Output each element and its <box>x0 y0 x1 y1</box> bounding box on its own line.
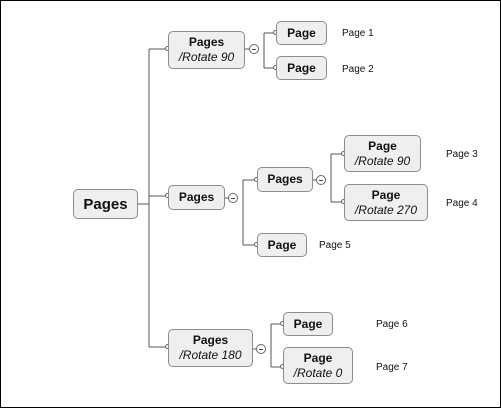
node-subtitle: /Rotate 90 <box>178 50 235 64</box>
node-page-1[interactable]: Page <box>276 21 327 45</box>
page-label-7: Page 7 <box>376 362 408 373</box>
node-title: Page <box>303 350 333 365</box>
node-page-7[interactable]: Page /Rotate 0 <box>283 347 353 384</box>
node-pages-inner[interactable]: Pages <box>257 167 313 192</box>
node-pages-rotate-90[interactable]: Pages /Rotate 90 <box>168 31 245 69</box>
node-pages-middle[interactable]: Pages <box>168 185 225 210</box>
page-label-6: Page 6 <box>376 319 408 330</box>
page-label-4: Page 4 <box>446 198 478 209</box>
node-title: Page <box>368 138 397 153</box>
node-root-pages[interactable]: Pages <box>73 189 138 219</box>
node-page-2[interactable]: Page <box>276 56 327 80</box>
collapse-toggle-icon[interactable] <box>256 344 266 354</box>
node-title: Pages <box>188 35 225 49</box>
node-page-6[interactable]: Page <box>283 312 333 336</box>
node-title: Page <box>371 187 401 202</box>
page-label-5: Page 5 <box>319 240 351 251</box>
collapse-toggle-icon[interactable] <box>249 44 259 54</box>
page-label-2: Page 2 <box>342 64 374 75</box>
node-page-5[interactable]: Page <box>257 233 307 257</box>
node-pages-rotate-180[interactable]: Pages /Rotate 180 <box>168 329 253 367</box>
node-subtitle: /Rotate 270 <box>354 202 418 217</box>
node-title: Pages <box>83 195 128 213</box>
node-title: Pages <box>267 172 303 186</box>
node-title: Pages <box>192 333 229 347</box>
node-title: Pages <box>178 190 215 204</box>
node-title: Page <box>287 25 316 40</box>
node-title: Page <box>293 316 323 331</box>
node-title: Page <box>287 60 316 75</box>
node-subtitle: /Rotate 0 <box>293 365 343 380</box>
node-page-3[interactable]: Page /Rotate 90 <box>344 135 421 172</box>
page-label-1: Page 1 <box>342 28 374 39</box>
collapse-toggle-icon[interactable] <box>316 175 326 185</box>
node-subtitle: /Rotate 90 <box>354 153 411 168</box>
collapse-toggle-icon[interactable] <box>228 193 238 203</box>
node-subtitle: /Rotate 180 <box>179 348 242 362</box>
node-page-4[interactable]: Page /Rotate 270 <box>344 184 428 221</box>
page-label-3: Page 3 <box>446 149 478 160</box>
node-title: Page <box>267 237 297 252</box>
